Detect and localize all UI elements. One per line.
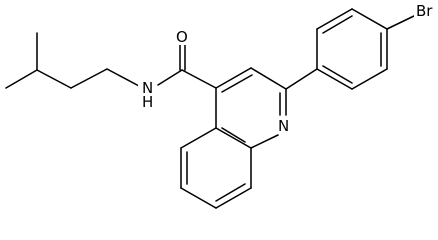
amide-group	[157, 42, 217, 89]
bond-ph-5-inner	[322, 15, 353, 34]
bond-ph-2	[351, 68, 388, 90]
bond-c8a-c4a-inner	[221, 127, 246, 143]
amide-hydrogen-label: H	[142, 93, 153, 111]
bond-ph-br	[386, 15, 415, 30]
bond-n1-c8a	[250, 134, 279, 149]
amide-nitrogen-mask	[138, 78, 156, 109]
oxygen-label: O	[176, 28, 188, 46]
ring-nitrogen-mask	[276, 116, 293, 134]
bromophenyl-ring	[316, 8, 415, 90]
isopentyl-chain	[5, 32, 140, 89]
bond-ph-1	[316, 68, 353, 90]
molecule-diagram: O N H N Br	[5, 1, 438, 209]
bond-c6-c7	[180, 187, 217, 209]
bond-c4-c3-inner	[221, 74, 253, 93]
atom-labels: O N H N Br	[138, 1, 438, 135]
bond-ph-5	[316, 8, 353, 30]
bond-chain-2	[70, 68, 108, 89]
bond-ph-4	[351, 8, 388, 30]
ring-nitrogen-label: N	[278, 117, 289, 135]
quinoline-benzo-ring	[180, 127, 252, 209]
quinoline-pyridine-ring	[215, 67, 287, 149]
bromine-label: Br	[416, 2, 433, 20]
bond-quinoline-phenyl	[285, 68, 318, 90]
bond-chain-3	[106, 68, 140, 87]
bond-c8a-c4a	[215, 127, 252, 149]
bond-chain-1	[36, 69, 72, 89]
bond-c4a-c5	[180, 127, 217, 149]
bond-n-carbonyl	[157, 69, 183, 86]
bond-methyl-1	[5, 69, 38, 89]
amide-nitrogen-label: N	[142, 79, 153, 97]
bond-c7-c8	[215, 187, 252, 209]
bond-c4-c3	[215, 67, 252, 89]
bond-ph-1-inner	[322, 65, 353, 84]
structure-svg: O N H N Br	[5, 1, 438, 209]
bond-c3-c2	[250, 67, 287, 90]
bond-c7-c8-inner	[215, 183, 246, 202]
bond-carbonyl-ring	[181, 69, 217, 89]
bromine-mask	[414, 1, 438, 19]
oxygen-mask	[174, 28, 191, 45]
